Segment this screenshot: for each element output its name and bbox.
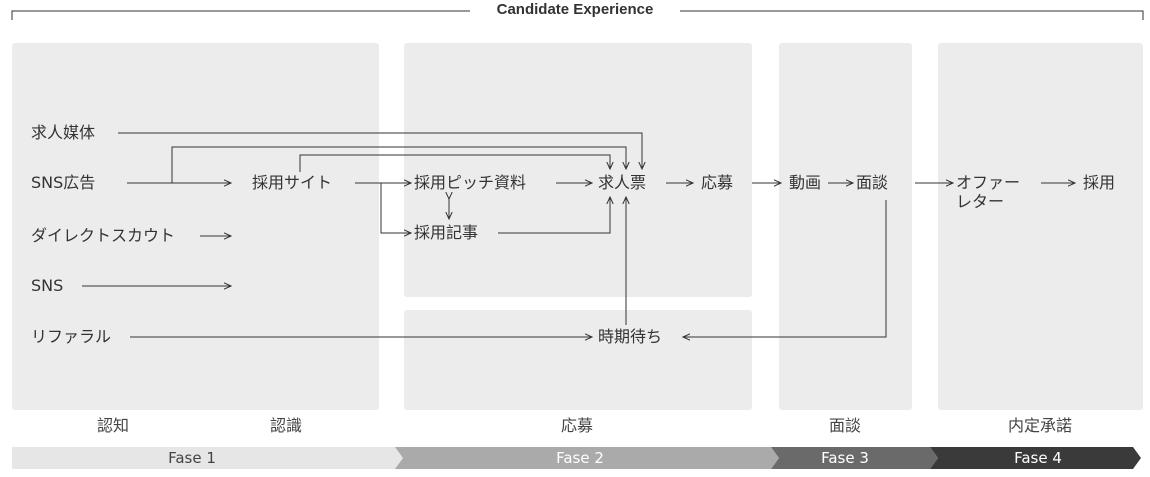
stage-label-interview: 面談: [828, 416, 862, 435]
node-offer-line2: レター: [956, 192, 1005, 211]
column-application-top: [404, 43, 752, 297]
arrow-site-to-jobposting: [299, 154, 610, 172]
arrow-media-to-jobposting: [118, 132, 642, 169]
node-job-posting: 求人票: [598, 173, 647, 192]
arrow-site-to-article: [380, 183, 411, 233]
node-referral: リファラル: [31, 327, 112, 346]
arrow-article-to-jobposting: [498, 197, 610, 234]
node-interview: 面談: [856, 173, 889, 192]
phase-bar-3: [771, 447, 938, 469]
phase-label-4: Fase 4: [1014, 449, 1062, 467]
column-awareness-recognition: [12, 43, 379, 410]
node-sns-ad: SNS広告: [31, 173, 96, 192]
stage-label-recognition: 認識: [269, 416, 303, 435]
diagram-title: Candidate Experience: [488, 0, 662, 20]
node-apply: 応募: [701, 173, 734, 192]
stage-label-offer-acceptance: 内定承諾: [1007, 416, 1073, 435]
phase-bar-1: [12, 447, 404, 469]
column-offer: [938, 43, 1143, 410]
node-pitch-deck: 採用ピッチ資料: [414, 173, 527, 192]
node-recruit-article: 採用記事: [414, 223, 479, 242]
arrow-interview-to-waiting: [683, 200, 887, 337]
node-video: 動画: [789, 173, 822, 192]
node-job-media: 求人媒体: [31, 123, 96, 142]
node-sns: SNS: [31, 276, 64, 295]
node-offer-letter: オファー レター: [956, 173, 1020, 211]
node-direct-scout: ダイレクトスカウト: [31, 226, 176, 245]
stage-label-application: 応募: [560, 416, 594, 435]
stage-label-awareness: 認知: [96, 416, 130, 435]
phase-label-3: Fase 3: [821, 449, 869, 467]
phase-label-2: Fase 2: [556, 449, 604, 467]
node-offer-line1: オファー: [956, 173, 1021, 192]
phase-bar-2: [395, 447, 779, 469]
node-recruit-site: 採用サイト: [252, 173, 333, 192]
phase-bar-4: [930, 447, 1141, 469]
header-bracket: [11, 10, 1144, 20]
arrow-snsad-to-jobposting: [171, 146, 626, 183]
node-waiting: 時期待ち: [598, 327, 663, 346]
phase-label-1: Fase 1: [168, 449, 216, 467]
node-hire: 採用: [1083, 173, 1116, 192]
column-application-bottom: [404, 310, 752, 410]
column-interview: [779, 43, 912, 410]
